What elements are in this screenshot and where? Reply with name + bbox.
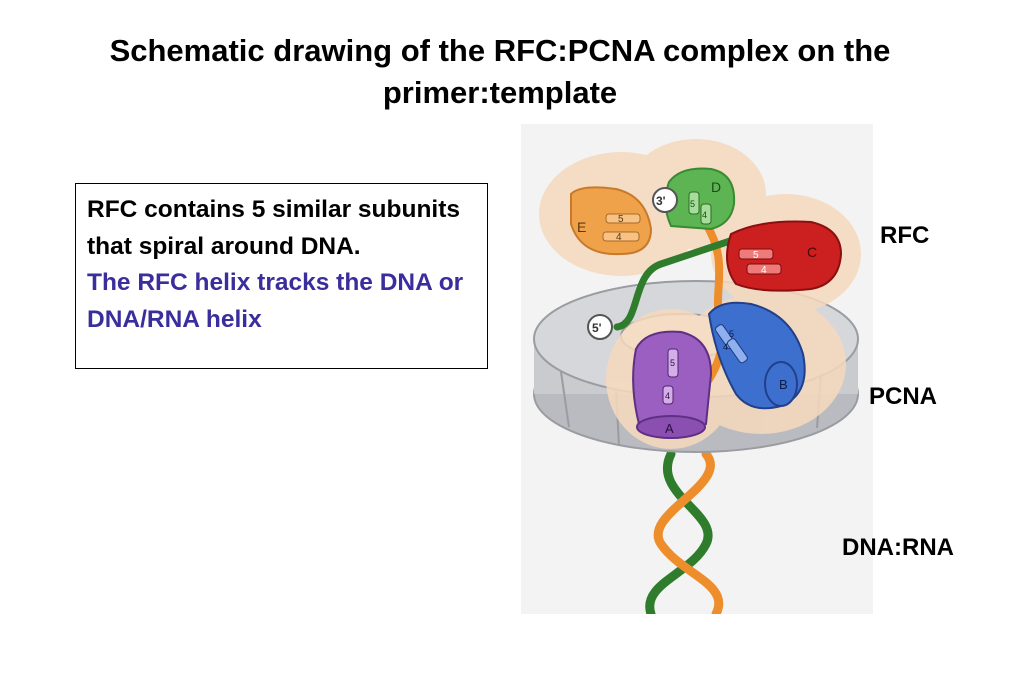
svg-text:4: 4 — [702, 210, 707, 220]
svg-text:5: 5 — [690, 199, 695, 209]
dna-rna-helix — [645, 449, 724, 614]
highlight-text: The RFC helix tracks the DNA or DNA/RNA … — [87, 269, 464, 333]
subunit-c-letter: C — [807, 244, 817, 260]
svg-text:5: 5 — [753, 250, 759, 261]
svg-text:5: 5 — [670, 358, 675, 368]
subunit-b-letter: B — [779, 377, 788, 392]
subunit-e-letter: E — [577, 219, 586, 235]
svg-text:5: 5 — [618, 214, 624, 225]
diagram-svg: E 5 4 D 5 4 C 5 4 B — [533, 139, 861, 614]
five-prime-end: 5' — [587, 314, 613, 340]
template-strand — [613, 235, 740, 331]
svg-text:3': 3' — [656, 194, 666, 208]
subunit-a-letter: A — [665, 421, 674, 436]
pcna-label: PCNA — [869, 383, 938, 410]
rfc-label: RFC — [880, 222, 930, 249]
description-text: RFC contains 5 similar subunits that spi… — [87, 196, 461, 260]
subunit-a: A 5 4 — [632, 330, 713, 439]
svg-text:5': 5' — [592, 321, 602, 335]
svg-text:4: 4 — [723, 342, 728, 352]
subunit-b: B 5 4 — [707, 301, 806, 410]
dna-rna-label: DNA:RNA — [842, 534, 954, 561]
subunit-c: C 5 4 — [726, 220, 843, 292]
svg-text:4: 4 — [616, 232, 622, 243]
subunit-d-letter: D — [711, 179, 721, 195]
subunit-d: D 5 4 — [664, 167, 736, 231]
svg-text:4: 4 — [665, 391, 670, 401]
svg-text:4: 4 — [761, 265, 767, 276]
three-prime-end: 3' — [652, 187, 678, 213]
rfc-pcna-diagram: E 5 4 D 5 4 C 5 4 B — [521, 124, 873, 614]
page-title: Schematic drawing of the RFC:PCNA comple… — [109, 33, 891, 110]
description-box: RFC contains 5 similar subunits that spi… — [75, 183, 488, 369]
svg-text:5: 5 — [729, 329, 734, 339]
subunit-e: E 5 4 — [570, 186, 653, 256]
